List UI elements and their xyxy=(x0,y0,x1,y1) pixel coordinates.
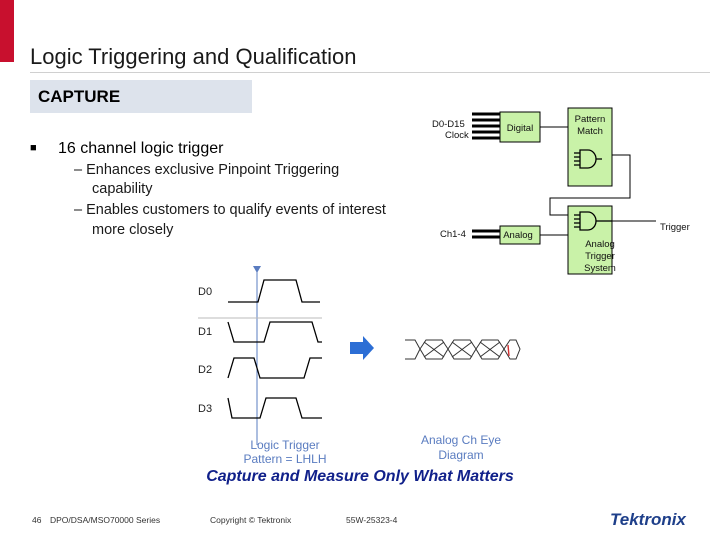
sub-bullet-1-line-1: – Enhances exclusive Pinpoint Triggering xyxy=(74,162,340,178)
wave-d1 xyxy=(227,321,322,343)
digital-bus-icon xyxy=(472,112,502,140)
sub-bullet-1-line-2: capability xyxy=(92,181,153,197)
analog-system-label-2: Trigger xyxy=(585,251,615,262)
footer-code: 55W-25323-4 xyxy=(346,515,398,525)
eye-label-2: Diagram xyxy=(438,448,483,462)
logic-trigger-label-1: Logic Trigger xyxy=(250,438,319,452)
analog-system-label-1: Analog xyxy=(585,239,615,250)
footer-page-number: 46 xyxy=(32,515,42,525)
wave-label-d3: D3 xyxy=(198,403,212,415)
digital-box-label: Digital xyxy=(507,123,533,134)
analog-trigger-system-box xyxy=(567,205,613,275)
pattern-match-box xyxy=(567,107,613,187)
wave-label-d2: D2 xyxy=(198,364,212,376)
tektronix-logo: Tektronix xyxy=(610,510,686,529)
wave-label-d1: D1 xyxy=(198,326,212,338)
and-gate-icon xyxy=(574,149,602,169)
pattern-match-label-2: Match xyxy=(577,126,603,137)
digital-input-label-2: Clock xyxy=(445,130,469,141)
digital-input-label-1: D0-D15 xyxy=(432,119,465,130)
analog-system-label-3: System xyxy=(584,263,616,274)
sub-bullet-2-line-2: more closely xyxy=(92,222,174,238)
and-gate-icon xyxy=(574,211,612,231)
wave-label-d0: D0 xyxy=(198,286,212,298)
analog-input-label: Ch1-4 xyxy=(440,229,466,240)
arrow-right-icon xyxy=(350,336,374,360)
footer-copyright: Copyright © Tektronix xyxy=(210,515,292,525)
logic-waveforms: D0 D1 D2 D3 Logic Trigger Pattern = LHLH xyxy=(198,266,327,466)
analog-bus-icon xyxy=(472,229,500,239)
eye-highlight xyxy=(507,344,510,357)
slide-title: Logic Triggering and Qualification xyxy=(30,44,357,69)
slide-caption: Capture and Measure Only What Matters xyxy=(206,468,514,485)
title-divider xyxy=(30,72,710,73)
wave-d0 xyxy=(228,279,320,303)
wave-d2 xyxy=(227,357,322,379)
section-tab xyxy=(30,80,252,113)
sub-bullet-2-line-1: – Enables customers to qualify events of… xyxy=(74,202,386,218)
trigger-block-diagram: D0-D15 Clock Digital Pattern Match Ch1-4 xyxy=(432,107,690,275)
eye-label-1: Analog Ch Eye xyxy=(421,433,501,447)
bullet-square-icon: ■ xyxy=(30,142,37,154)
trigger-marker-icon xyxy=(253,266,261,273)
digital-box xyxy=(499,111,541,143)
trigger-output-label: Trigger xyxy=(660,222,690,233)
analog-box-label: Analog xyxy=(503,230,533,241)
accent-bar xyxy=(0,0,14,62)
bullet-main: 16 channel logic trigger xyxy=(58,140,224,157)
section-label: CAPTURE xyxy=(38,87,121,106)
footer-series: DPO/DSA/MSO70000 Series xyxy=(50,515,161,525)
pattern-match-label-1: Pattern xyxy=(575,114,606,125)
logic-trigger-label-2: Pattern = LHLH xyxy=(243,452,326,466)
eye-diagram xyxy=(405,339,521,360)
wave-d3 xyxy=(227,397,322,419)
